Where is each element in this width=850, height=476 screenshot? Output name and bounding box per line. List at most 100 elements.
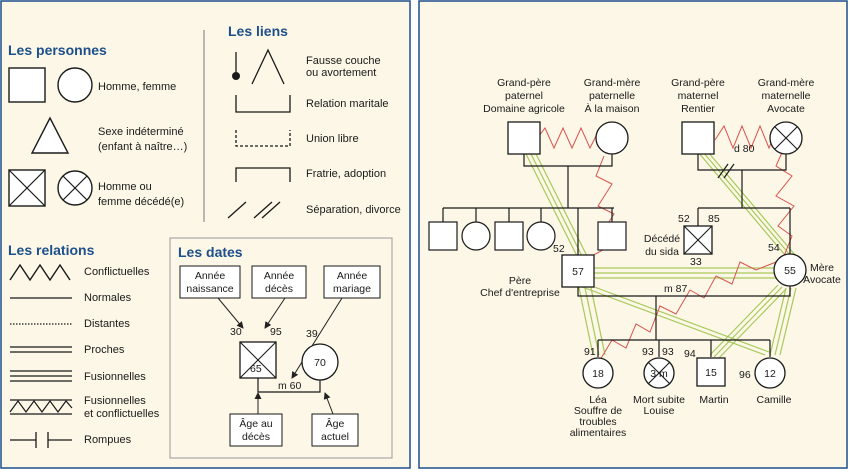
paternal-grandfather: Grand-père paternel Domaine agricole (483, 77, 565, 155)
martin-age: 15 (705, 367, 717, 379)
age-actuel-label-1: Âge (326, 417, 345, 430)
dates-title: Les dates (178, 244, 243, 260)
date-example-95: 95 (270, 326, 282, 338)
fusionnelles-label: Fusionnelles (84, 371, 146, 383)
date-example-65: 65 (250, 363, 262, 375)
parents-marriage-year: m 87 (664, 283, 688, 295)
gpp-label-2: paternel (505, 90, 543, 102)
deceased-male-icon (8, 169, 46, 207)
annee-deces-label-2: décès (265, 283, 293, 295)
lea-label-4: alimentaires (570, 427, 627, 439)
decede-label-2: femme décédé(e) (98, 196, 184, 208)
homme-femme-label: Homme, femme (98, 81, 176, 93)
louise-label-2: Louise (644, 405, 675, 417)
camille-birth: 96 (739, 369, 751, 381)
father-age: 57 (572, 266, 584, 278)
camille-label-1: Camille (756, 394, 791, 406)
broken-line-icon (10, 432, 72, 448)
child-lea: 18 91 Léa Souffre de troubles alimentair… (570, 346, 627, 439)
rompues-label: Rompues (84, 434, 132, 446)
personnes-title: Les personnes (8, 42, 107, 58)
fus-conf-label-1: Fusionnelles (84, 395, 146, 407)
dates-box: Les dates Année naissance Année décès An… (169, 237, 393, 459)
lea-label-2: Souffre de (574, 405, 622, 417)
separation-label: Séparation, divorce (306, 204, 401, 216)
annee-mariage-label-2: mariage (333, 283, 371, 295)
mother-birth: 54 (768, 242, 780, 254)
decede-label-1: Homme ou (98, 181, 152, 193)
conflict-line-icon (9, 263, 71, 282)
divorce-slash-1 (717, 163, 729, 179)
separation-divorce-icon (227, 201, 281, 219)
mother-age: 55 (784, 265, 796, 277)
fusion-line-icon (10, 370, 72, 382)
annee-naissance-box (179, 265, 241, 299)
mother: 55 54 Mère Avocate (768, 242, 841, 287)
louise-birth: 93 (642, 346, 654, 358)
martin-label-1: Martin (699, 394, 728, 406)
gmm-label-3: Avocate (767, 103, 805, 115)
liens-title: Les liens (228, 23, 288, 39)
louise-label-1: Mort subite (633, 394, 685, 406)
lea-label-3: troubles (579, 416, 616, 428)
gmp-label-2: paternelle (589, 90, 635, 102)
camille-age: 12 (764, 368, 776, 380)
genogram-panel: Grand-père paternel Domaine agricole Gra… (418, 0, 848, 469)
gpm-label-1: Grand-père (671, 77, 725, 89)
indeterminate-triangle-icon (30, 116, 70, 154)
age-deces-box (229, 413, 283, 447)
deceased-female-icon (57, 170, 93, 206)
child-louise: 3 m 93 93 Mort subite Louise (633, 346, 685, 417)
annee-naissance-label-2: naissance (186, 283, 233, 295)
divorce-label: d 80 (734, 143, 755, 155)
date-example-70: 70 (314, 357, 326, 369)
parents-marriage-line (577, 286, 791, 297)
mother-label-2: Avocate (803, 274, 841, 286)
father: 57 52 Père Chef d'entreprise (480, 243, 595, 299)
martin-birth: 94 (684, 348, 696, 360)
divorce-slash-2 (723, 163, 735, 179)
annee-deces-label-1: Année (264, 270, 295, 282)
male-symbol-icon (8, 67, 46, 103)
miscarriage-symbol-icon (232, 48, 285, 85)
annee-deces-box (251, 265, 307, 299)
fratrie-label: Fratrie, adoption (306, 168, 386, 180)
maternal-uncle: 52 85 33 Décédé du sida (644, 213, 720, 268)
gmm-label-1: Grand-mère (758, 77, 815, 89)
gpp-label-3: Domaine agricole (483, 103, 565, 115)
age-deces-label-2: décès (242, 431, 270, 443)
mother-label-1: Mère (810, 262, 834, 274)
proches-label: Proches (84, 344, 125, 356)
date-example-m60: m 60 (278, 380, 302, 392)
gpp-label-1: Grand-père (497, 77, 551, 89)
lea-age: 18 (592, 368, 604, 380)
free-union-icon (235, 130, 291, 147)
gmm-label-2: maternelle (761, 90, 810, 102)
gpm-label-2: maternel (678, 90, 719, 102)
fusion-conflict-line-icon (9, 399, 73, 415)
uncle-label-2: du sida (645, 246, 679, 258)
fausse-couche-label-2: ou avortement (306, 67, 376, 79)
date-example-39: 39 (306, 328, 318, 340)
louise-death: 93 (662, 346, 674, 358)
close-line-icon (10, 346, 72, 353)
conflictuelles-label: Conflictuelles (84, 266, 150, 278)
paternal-grandmother: Grand-mère paternelle À la maison (584, 77, 641, 155)
uncle-death: 85 (708, 213, 720, 225)
union-libre-label: Union libre (306, 133, 359, 145)
annee-mariage-box (323, 265, 381, 299)
child-martin: 15 94 Martin (684, 348, 729, 406)
female-symbol-icon (57, 67, 93, 103)
maternal-grandfather: Grand-père maternel Rentier (671, 77, 725, 155)
uncle-birth: 52 (678, 213, 690, 225)
maritale-label: Relation maritale (306, 98, 389, 110)
fausse-couche-label-1: Fausse couche (306, 55, 381, 67)
children-stems (597, 340, 771, 357)
paternal-siblings (428, 208, 627, 255)
indetermine-label-1: Sexe indéterminé (98, 126, 184, 138)
indetermine-label-2: (enfant à naître…) (98, 141, 187, 153)
legend-panel: Les personnes Homme, femme Sexe indéterm… (0, 0, 411, 469)
lea-birth: 91 (584, 346, 596, 358)
gmp-label-1: Grand-mère (584, 77, 641, 89)
age-deces-label-1: Âge au (239, 417, 272, 430)
